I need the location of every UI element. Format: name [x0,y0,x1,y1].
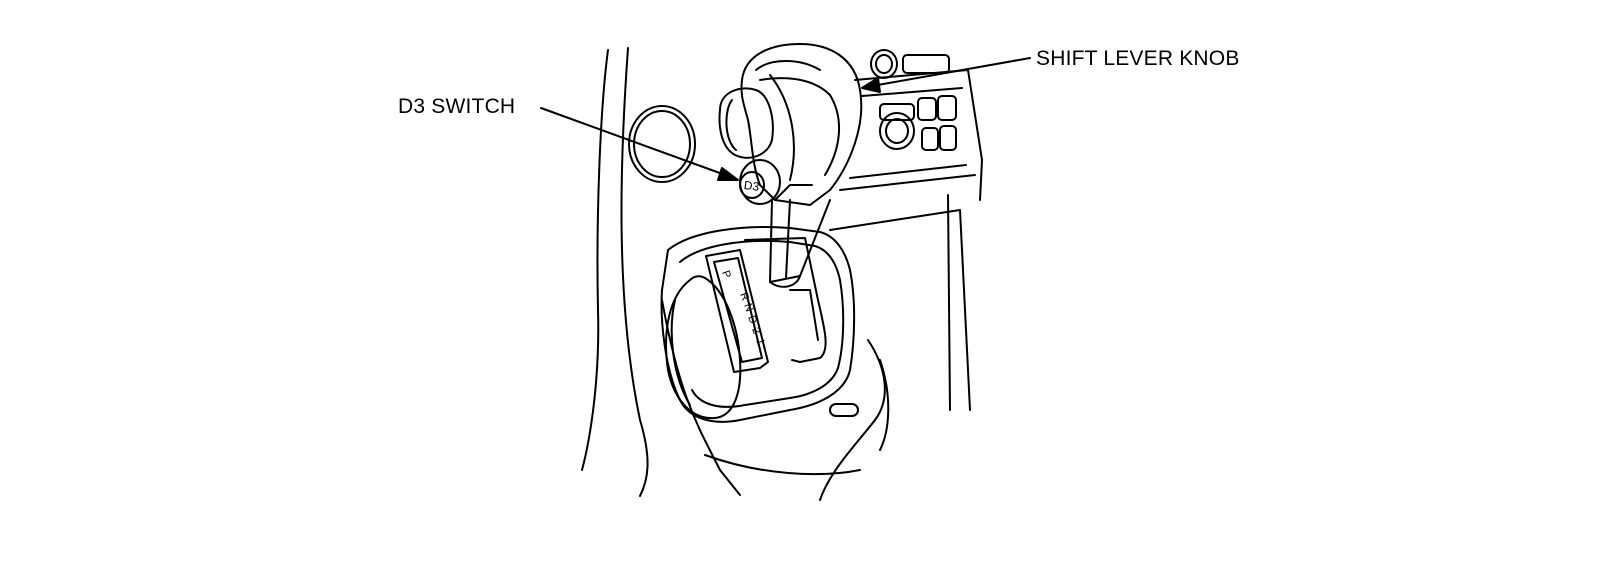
d3-switch-label: D3 SWITCH [398,95,516,118]
d3-arrowhead [717,167,739,181]
left-trim [581,47,649,497]
d3-leader-line [540,107,729,177]
shift-lever-knob-label: SHIFT LEVER KNOB [1036,47,1240,70]
console-base [661,299,890,501]
gear-letter-1: 1 [753,337,766,347]
gear-letter-r: R [737,291,751,303]
shift-lever-knob[interactable] [718,43,863,206]
knob-arrowhead [861,77,881,93]
gear-letter-p: P [719,269,733,280]
knob-leader-line [871,57,1031,87]
leader-lines [540,57,1031,181]
gear-letter-2: 2 [749,326,762,336]
vent-ring [628,105,696,183]
shift-gate [660,225,856,423]
d3-switch-text: D3 [743,178,760,194]
gear-indicator: P R N D 2 1 [719,269,766,347]
dash-console [829,49,983,411]
shift-lever-shaft [769,199,831,288]
gear-letter-n: N [741,302,755,314]
d3-switch-button[interactable]: D3 [739,159,781,205]
gear-letter-d: D [745,314,759,326]
